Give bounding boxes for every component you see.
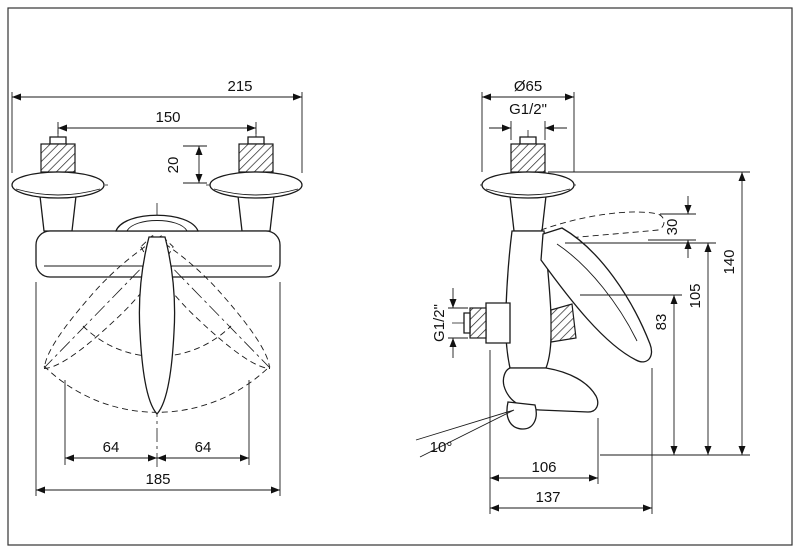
- shower-outlet: [485, 302, 511, 344]
- dim-label-20: 20: [165, 157, 182, 174]
- dim-label-10deg: 10°: [430, 439, 453, 456]
- extension-lines: [481, 92, 575, 172]
- dim-label-215: 215: [227, 78, 252, 95]
- dimension-inlet-spacing: 150: [57, 109, 257, 134]
- dimension-overall-width: 215: [11, 78, 303, 173]
- dim-label-137: 137: [535, 489, 560, 506]
- extension-lines: [35, 282, 281, 496]
- spout: [502, 367, 599, 413]
- side-view: Ø65 G1/2" 30 140 105: [415, 78, 750, 514]
- dim-label-outlet-thread: G1/2": [431, 304, 448, 342]
- dim-label-64-left: 64: [103, 439, 120, 456]
- dimension-spout-angle: 10°: [415, 409, 515, 458]
- extension-lines: [64, 380, 250, 465]
- front-view: 215 150 20 64 64 185: [11, 78, 304, 496]
- extension-lines: [489, 350, 599, 514]
- spout-mouth: [506, 401, 537, 430]
- dim-label-106: 106: [531, 459, 556, 476]
- shower-outlet-nut: [469, 307, 487, 339]
- extension-lines: [548, 171, 750, 456]
- handle-swing-centerlines: [43, 251, 271, 369]
- dim-label-105: 105: [687, 283, 704, 308]
- dimension-lever-rise: 30: [648, 196, 696, 258]
- diverter-knob: [550, 303, 577, 343]
- dimension-spout-depth: 106: [489, 350, 599, 514]
- dimension-outlet-thread: G1/2": [431, 288, 468, 358]
- lever-raised-dashed: [540, 211, 665, 241]
- handle-base: [115, 214, 199, 232]
- dimension-flange-diameter: Ø65: [481, 78, 575, 172]
- dimension-body-width: 185: [35, 282, 281, 496]
- dim-label-30: 30: [664, 219, 681, 236]
- dim-label-185: 185: [145, 471, 170, 488]
- dim-label-150: 150: [155, 109, 180, 126]
- drawing-border: [7, 7, 793, 546]
- extension-lines: [11, 92, 303, 173]
- dimension-inlet-thread: G1/2": [489, 101, 567, 140]
- dim-label-64-right: 64: [195, 439, 212, 456]
- dim-label-diameter: Ø65: [514, 78, 542, 95]
- dimension-mid-height: 105: [565, 242, 716, 455]
- extension-lines: [183, 145, 207, 184]
- lever-side-line: [556, 243, 638, 342]
- dimension-total-depth: 137: [490, 368, 653, 514]
- left-inlet-fitting: [11, 136, 105, 232]
- dim-label-inlet-thread: G1/2": [509, 101, 547, 118]
- dimension-outlet-height: 83: [580, 294, 682, 455]
- angle-lines: [415, 409, 515, 458]
- dimension-total-height: 140: [548, 171, 750, 456]
- handle-base-line: [126, 220, 188, 232]
- dimension-eccentric-offset: 20: [165, 145, 207, 184]
- dim-label-140: 140: [721, 249, 738, 274]
- dimension-swing-halves: 64 64: [64, 380, 250, 465]
- right-inlet-fitting: [209, 136, 303, 232]
- shower-outlet-tip: [463, 312, 471, 334]
- handle-lever: [138, 236, 176, 415]
- wall-flange-fitting: [481, 136, 575, 232]
- dim-label-83: 83: [653, 314, 670, 331]
